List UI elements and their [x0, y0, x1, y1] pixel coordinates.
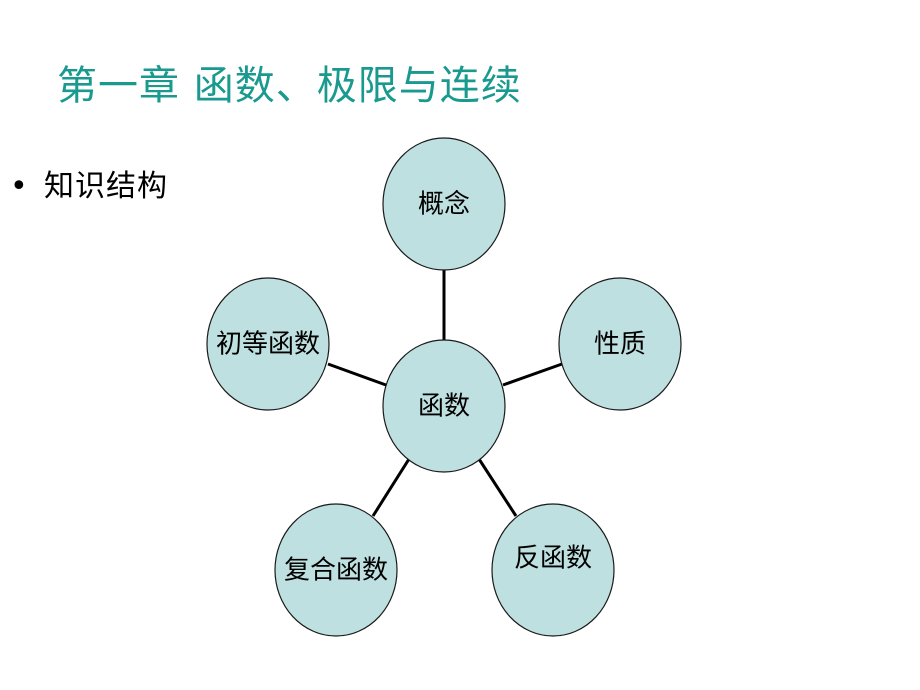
- connector-center-composite: [371, 458, 411, 517]
- node-center: 函数: [382, 339, 506, 473]
- node-concept-circle: [382, 137, 506, 271]
- connector-center-property: [502, 362, 563, 387]
- node-composite-circle: [274, 503, 398, 637]
- slide-title: 第一章 函数、极限与连续: [57, 63, 522, 109]
- connector-center-elementary: [327, 362, 387, 387]
- node-concept: 概念: [382, 137, 506, 271]
- node-center-circle: [382, 339, 506, 473]
- node-property-label: 性质: [594, 330, 646, 360]
- node-elementary: 初等函数: [206, 277, 330, 411]
- node-elementary-label: 初等函数: [216, 330, 320, 360]
- node-elementary-circle: [206, 277, 330, 411]
- connector-center-inverse: [477, 458, 518, 517]
- node-property: 性质: [558, 277, 682, 411]
- node-composite-label: 复合函数: [284, 556, 388, 586]
- bullet-item: • 知识结构: [10, 165, 168, 209]
- bullet-text: 知识结构: [44, 169, 168, 204]
- node-inverse-circle: [491, 503, 615, 637]
- bullet-marker: •: [10, 169, 28, 204]
- node-center-label: 函数: [418, 392, 470, 422]
- node-composite: 复合函数: [274, 503, 398, 637]
- node-concept-label: 概念: [418, 190, 470, 220]
- node-inverse: 反函数: [491, 503, 615, 637]
- node-property-circle: [558, 277, 682, 411]
- node-inverse-label: 反函数: [514, 544, 592, 574]
